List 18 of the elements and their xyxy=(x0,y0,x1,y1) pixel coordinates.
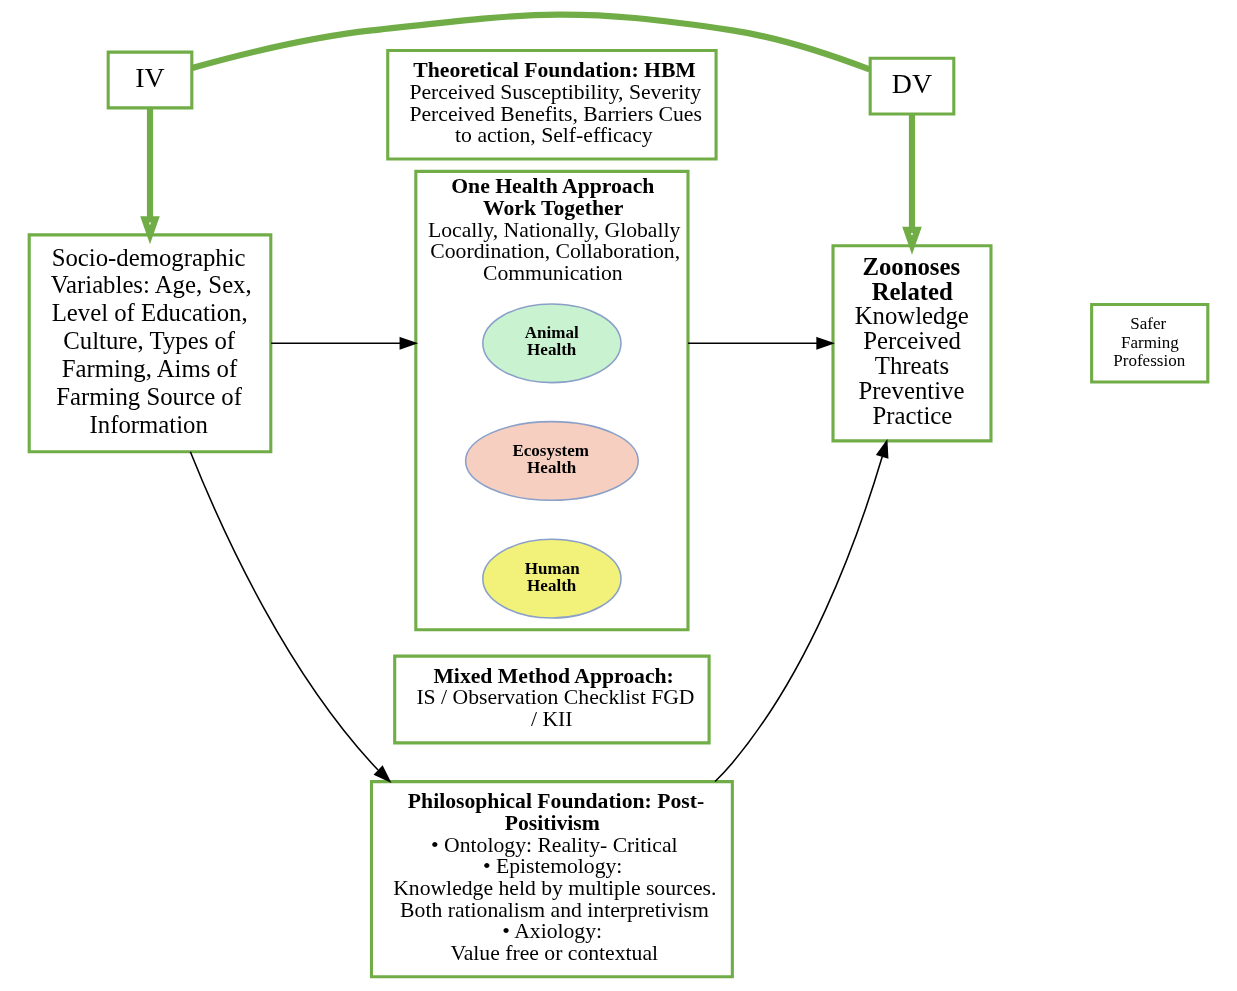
arrow xyxy=(687,336,835,350)
arrow xyxy=(270,336,419,350)
node-box: Theoretical Foundation: HBM Perceived Susceptibility, Severity Perceived Benefits, Barriers Cues to action, Self-efficacy xyxy=(386,49,718,161)
node-box: Socio-demographic Variables: Age, Sex, Level of Education, Culture, Types of Farming, Aims of Farming Source of Information xyxy=(27,233,273,454)
node-ellipse: Animal Health xyxy=(482,303,622,384)
node-box: Philosophical Foundation: Post- Positivism • Ontology: Reality- Critical • Epistemology: Knowledge held by multiple sources. Both rationalism and interpretivism • Axiology: Value free or contextual xyxy=(369,780,734,979)
node-box: Mixed Method Approach: IS / Observation Checklist FGD / KII xyxy=(393,654,711,745)
arrow xyxy=(714,438,889,783)
node-box: DV xyxy=(868,56,956,116)
connector xyxy=(191,11,871,73)
node-box: IV xyxy=(106,50,194,110)
node-box: Safer Farming Profession xyxy=(1090,303,1210,384)
node-ellipse: Human Health xyxy=(482,538,622,619)
node-box: Zoonoses Related Knowledge Perceived Threats Preventive Practice xyxy=(831,244,993,443)
arrow xyxy=(140,108,160,245)
node-ellipse: Ecosystem Health xyxy=(464,420,639,502)
arrow xyxy=(189,450,392,783)
arrow xyxy=(902,114,922,255)
